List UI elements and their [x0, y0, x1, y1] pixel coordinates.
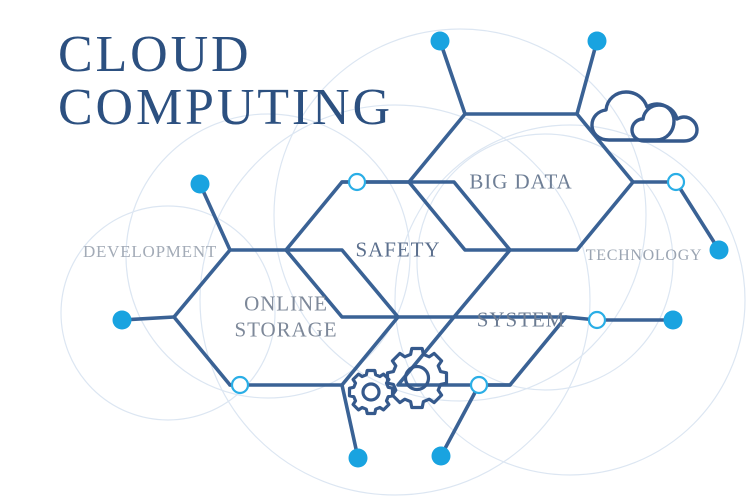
node-right-mid[interactable]	[709, 240, 729, 260]
background-circle	[394, 124, 746, 476]
node-bottom-left[interactable]	[348, 448, 368, 468]
edge-bottom-left-stem	[340, 383, 360, 460]
background-circle	[60, 205, 276, 421]
gear-large-teeth	[385, 346, 449, 410]
node-bottom-right[interactable]	[431, 446, 451, 466]
edge-top-left-stem	[438, 39, 467, 116]
background-circle	[416, 133, 674, 391]
cloud-icon	[590, 90, 699, 143]
background-circle	[199, 104, 591, 496]
background-circle	[125, 113, 411, 399]
node-left[interactable]	[112, 310, 132, 330]
node-right-low[interactable]	[663, 310, 683, 330]
edge-top-right-stem	[575, 39, 599, 116]
gear-small-hub	[361, 382, 381, 402]
gear-large-hub	[403, 364, 431, 392]
background-circle	[273, 28, 647, 402]
hollow-nodes-group	[230, 172, 686, 395]
gear-small-teeth	[347, 368, 395, 416]
node-hollow-system[interactable]	[587, 310, 607, 330]
cloud-icon-front-puff	[630, 103, 699, 143]
node-top-right[interactable]	[587, 31, 607, 51]
background-circles-group	[60, 28, 746, 496]
cloud-icon-back-puff	[590, 90, 676, 142]
filled-nodes-group	[112, 31, 729, 468]
node-hollow-right-top[interactable]	[666, 172, 686, 192]
edge-upper-left-stem	[198, 182, 232, 252]
node-hollow-bottom[interactable]	[469, 375, 489, 395]
gears-icon	[347, 346, 449, 416]
node-hollow-safety-top[interactable]	[347, 172, 367, 192]
edge-bottom-right-stem	[439, 383, 481, 458]
node-hollow-storage-bottom[interactable]	[230, 375, 250, 395]
hexagon-network-group	[120, 39, 721, 460]
gear-small-icon	[347, 368, 395, 416]
edge-right-top-diag	[674, 180, 721, 252]
node-upper-left[interactable]	[190, 174, 210, 194]
node-top-left[interactable]	[430, 31, 450, 51]
gear-large-icon	[385, 346, 449, 410]
